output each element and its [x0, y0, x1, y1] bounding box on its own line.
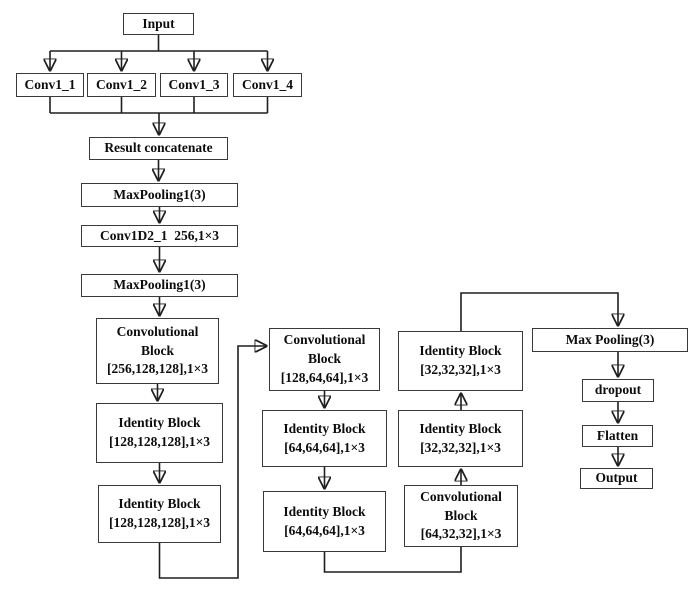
node-conv1-1: Conv1_1 — [16, 73, 84, 97]
node-conv1-2: Conv1_2 — [87, 73, 156, 97]
edge-col3-maxpooling3 — [460, 292, 618, 331]
node-col3-conv-block: Convolutional Block [64,32,32],1×3 — [404, 485, 518, 547]
node-col2-conv-block: Convolutional Block [128,64,64],1×3 — [269, 328, 380, 391]
edge-col1-col2 — [158, 346, 268, 579]
node-result-concatenate: Result concatenate — [89, 137, 228, 160]
node-col2-identity-block-1: Identity Block [64,64,64],1×3 — [262, 410, 387, 467]
node-flatten: Flatten — [582, 425, 653, 447]
node-conv1d2-1: Conv1D2_1 256,1×3 — [81, 225, 238, 247]
edge-col2-col3 — [323, 547, 462, 573]
node-col3-identity-block-1: Identity Block [32,32,32],1×3 — [398, 331, 523, 391]
node-maxpooling1-a: MaxPooling1(3) — [81, 183, 238, 207]
node-col3-identity-block-2: Identity Block [32,32,32],1×3 — [398, 410, 523, 467]
node-dropout: dropout — [582, 379, 654, 402]
node-conv1-4: Conv1_4 — [233, 73, 302, 97]
node-col1-identity-block-2: Identity Block [128,128,128],1×3 — [98, 485, 221, 543]
node-col1-identity-block-1: Identity Block [128,128,128],1×3 — [96, 403, 223, 463]
node-output: Output — [580, 468, 653, 489]
node-maxpooling1-b: MaxPooling1(3) — [81, 274, 238, 297]
node-input: Input — [123, 13, 194, 35]
node-conv1-3: Conv1_3 — [160, 73, 228, 97]
node-max-pooling3: Max Pooling(3) — [532, 328, 688, 352]
node-col1-conv-block: Convolutional Block [256,128,128],1×3 — [96, 318, 219, 384]
node-col2-identity-block-2: Identity Block [64,64,64],1×3 — [263, 491, 386, 552]
